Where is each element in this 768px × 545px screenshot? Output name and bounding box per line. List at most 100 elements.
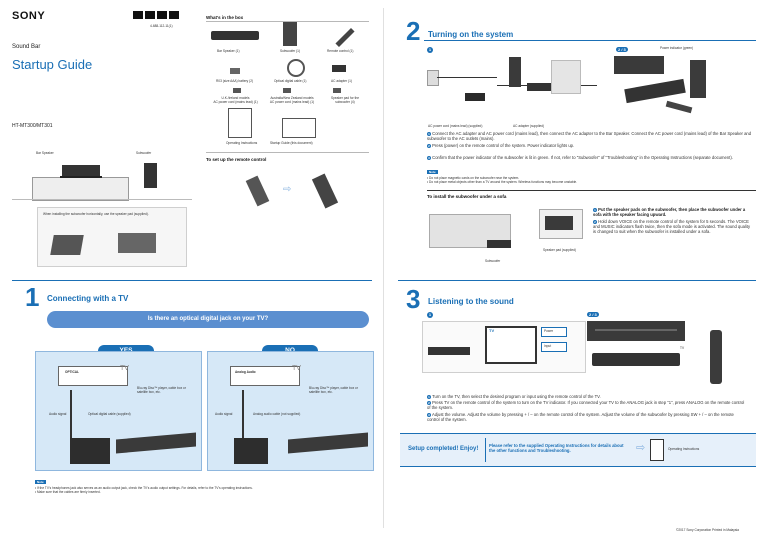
step2-sub-a: 1 [427, 47, 433, 53]
ac-adapter-image [332, 65, 346, 72]
remote-open-image [311, 173, 339, 209]
arrow-icon: ⇨ [283, 184, 292, 195]
placement-note: When installing the subwoofer horizontal… [43, 212, 149, 216]
sofa-pad-label: Speaker pad (supplied) [543, 248, 576, 252]
no-audio-label: Audio signal [215, 412, 233, 416]
sofa-step-2-text: Hold down VOICE on the remote control of… [593, 219, 751, 235]
box-item-subwoofer: Subwoofer (1) [280, 49, 301, 53]
setup-completed-box: Setup completed! Enjoy! Please refer to … [400, 433, 756, 467]
box-heading: What's in the box [206, 15, 244, 20]
yes-audio-label: Audio signal [49, 412, 67, 416]
box-item-remote: Remote control (1) [327, 49, 354, 53]
step3-instruction-3-text: Adjust the volume. Adjust the volume by … [427, 412, 734, 423]
sofa-step-1-text: Put the speaker pads on the subwoofer, t… [593, 207, 746, 218]
step3-tv-side-label: TV [680, 346, 685, 350]
sofa-step-1: 1 Put the speaker pads on the subwoofer,… [593, 207, 746, 218]
step1-note-1: • If the TV's headphones jack also serve… [35, 486, 253, 490]
step3-instruction-2: 2 Press TV on the remote control of the … [427, 400, 745, 411]
box-item-speaker-pad: Speaker pad for the subwoofer (4) [331, 96, 359, 104]
box-item-optical-cable: Optical digital cable (1) [274, 79, 307, 83]
step2-note-1: • Do not place magnetic cards on the sub… [427, 176, 520, 180]
step3-instruction-2-text: Press TV on the remote control of the sy… [427, 400, 745, 411]
remote-setup-rule [206, 152, 369, 153]
yes-cable-label: Optical digital cable (supplied) [88, 412, 131, 416]
step2-power-figure [614, 56, 664, 74]
step3-top-rule [398, 280, 756, 281]
box-heading-rule [206, 21, 369, 22]
bar-speaker-image [211, 31, 259, 40]
step1-yes-panel: OPTICAL TV Blu-ray Disc™ player, cable b… [35, 351, 202, 471]
step3-instruction-1: 1 Turn on the TV, then select the desire… [427, 394, 601, 399]
box-item-startup-guide: Startup Guide (this document) [270, 141, 313, 145]
sofa-figure [427, 204, 587, 264]
step1-note-tag: Note [35, 480, 46, 484]
yes-tv-label: TV [120, 365, 129, 372]
remote-setup-heading: To set up the remote control [206, 157, 267, 162]
box-item-bar-speaker: Bar Speaker (1) [217, 49, 240, 53]
remote-image [335, 27, 355, 48]
box-item-power-cord-uk: U.K./Ireland models AC power cord (mains… [213, 96, 258, 104]
battery-image [230, 68, 240, 74]
step2-connection-figure [427, 55, 607, 120]
no-analog-jack: Analog Audio [235, 370, 256, 374]
sony-logo: SONY [12, 10, 46, 22]
step2-number: 2 [406, 16, 421, 46]
step2-title: Turning on the system [428, 30, 514, 39]
step1-question: Is there an optical digital jack on your… [47, 311, 369, 328]
placement-note-box: When installing the subwoofer horizontal… [37, 207, 187, 267]
step2-instruction-1-text: Connect the AC adapter and AC power cord… [427, 131, 752, 142]
step3-title: Listening to the sound [428, 297, 514, 306]
step1-title: Connecting with a TV [47, 294, 129, 303]
copyright: ©2017 Sony Corporation Printed in Malays… [676, 528, 739, 532]
sofa-subwoofer-label: Subwoofer [485, 259, 501, 263]
sofa-rule [427, 190, 756, 191]
step1-note-2: • Make sure that the cables are firmly i… [35, 490, 101, 494]
step2-remote-image [665, 100, 693, 114]
speaker-pad-image [333, 88, 341, 93]
operating-instructions-image [228, 108, 252, 138]
step3-input-label: Input [544, 344, 552, 348]
step3-instruction-1-text: Turn on the TV, then select the desired … [432, 394, 601, 399]
step3-tv-figure: TV Power Input [422, 321, 586, 373]
yes-device-label: Blu-ray Disc™ player, cable box or satel… [137, 386, 186, 394]
setup-completed-text: Please refer to the supplied Operating I… [489, 443, 624, 453]
center-divider [383, 8, 384, 528]
bar-speaker-label: Bar Speaker [36, 151, 54, 155]
step1-top-rule [12, 280, 372, 281]
remote-back-image [245, 175, 270, 207]
step1-no-panel: Analog Audio TV Blu-ray Disc™ player, ca… [207, 351, 374, 471]
no-cable-label: Analog audio cable (not supplied) [253, 412, 301, 416]
step3-sub-b: 2 / 3 [587, 312, 599, 317]
step2-instruction-2: 2 Press (power) on the remote control of… [427, 143, 575, 148]
box-item-power-cord-au: Australia/New Zealand models AC power co… [269, 96, 315, 104]
no-tv-label: TV [292, 365, 301, 372]
sofa-step-2: 2 Hold down VOICE on the remote control … [593, 219, 751, 235]
step2-sub-b: 2 / 3 [616, 47, 628, 52]
model-number: HT-MT300/MT301 [12, 123, 53, 129]
arrow-right-icon: ⇨ [636, 442, 646, 454]
yes-optical-jack: OPTICAL [65, 370, 79, 374]
step2-cord-label: AC power cord (mains lead) (supplied) [428, 124, 483, 128]
setup-completed-heading: Setup completed! Enjoy! [408, 446, 479, 452]
step3-tv-label: TV [489, 328, 495, 333]
operating-instructions-label: Operating Instructions [668, 447, 700, 451]
step2-subwoofer-image [690, 60, 706, 98]
step3-remote-image [710, 330, 722, 384]
step2-instruction-1: 1 Connect the AC adapter and AC power co… [427, 131, 752, 142]
startup-guide-image [282, 118, 316, 138]
step1-number: 1 [25, 282, 40, 312]
step2-power-indicator-label: Power indicator (green) [660, 46, 694, 50]
step3-bar-image [592, 353, 680, 366]
subwoofer-label: Subwoofer [136, 151, 152, 155]
subwoofer-image [283, 22, 297, 46]
step3-sub-a: 1 [427, 312, 433, 318]
step2-adapter-label: AC adapter (supplied) [513, 124, 545, 128]
step3-instruction-3: 3 Adjust the volume. Adjust the volume b… [427, 412, 734, 423]
no-device-label: Blu-ray Disc™ player, cable box or satel… [309, 386, 358, 394]
step3-power-label: Power [544, 329, 554, 333]
step3-display-panel [587, 321, 685, 341]
operating-instructions-icon [650, 439, 664, 461]
power-cord-uk-image [233, 88, 241, 93]
step3-number: 3 [406, 284, 421, 314]
step2-rule [424, 40, 756, 41]
